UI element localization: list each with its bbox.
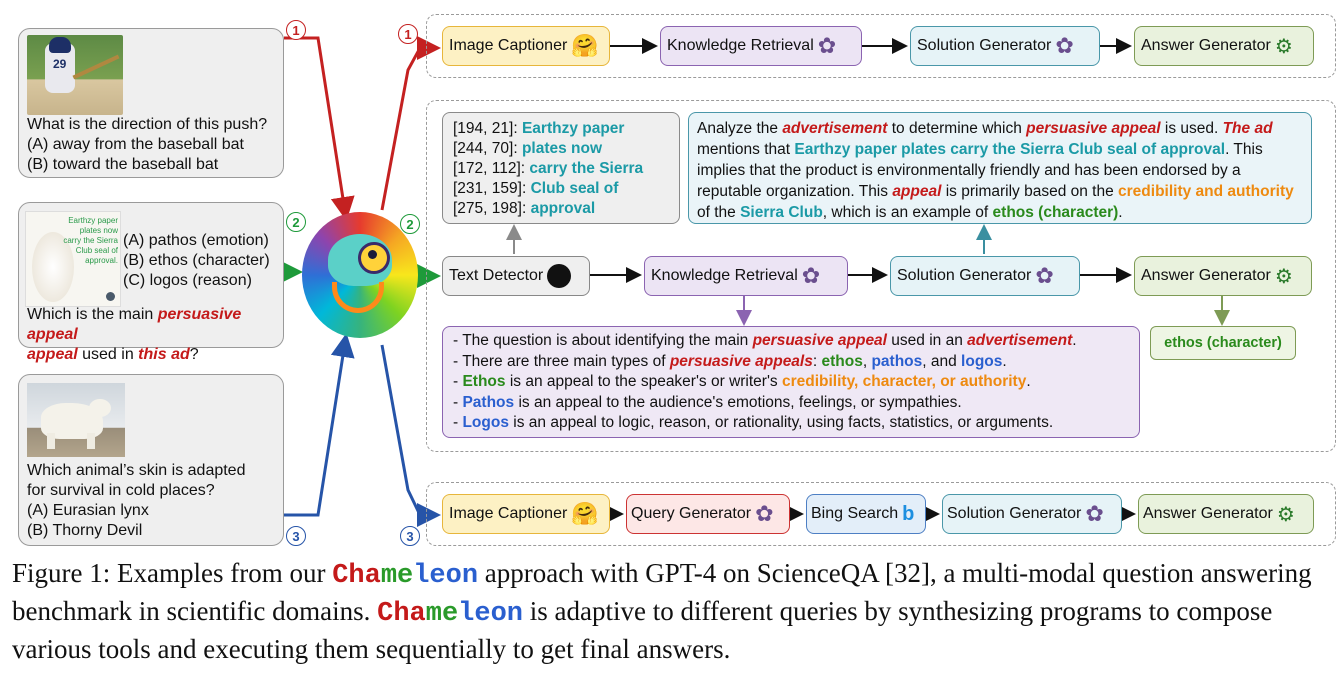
- blue-arrow-in: [284, 333, 355, 517]
- question-card-3: Which animal’s skin is adapted for survi…: [18, 374, 284, 546]
- ocr-result-box: [194, 21]: Earthzy paper [244, 70]: plat…: [442, 112, 680, 224]
- red-arrow-in: [284, 36, 355, 221]
- github-icon: [547, 264, 572, 288]
- figure-caption: Figure 1: Examples from our Chameleon ap…: [12, 558, 1312, 664]
- knowledge-line: - Ethos is an appeal to the speaker's or…: [453, 373, 1031, 390]
- baseball-photo: 29: [27, 35, 123, 115]
- image-captioner-tool: Image Captioner 🤗: [442, 26, 610, 66]
- gear-check-icon: ⚙: [1274, 35, 1293, 58]
- pipeline-2-frame: [426, 100, 1336, 452]
- question-3-line-1: Which animal’s skin is adapted: [27, 462, 246, 479]
- openai-icon: ✿: [1055, 33, 1074, 58]
- knowledge-box: - The question is about identifying the …: [442, 326, 1140, 438]
- knowledge-line: - Pathos is an appeal to the audience's …: [453, 393, 962, 411]
- seal-icon: [106, 292, 115, 301]
- marker-2-left: 2: [286, 212, 306, 232]
- solution-generator-tool: Solution Generator ✿: [890, 256, 1080, 296]
- polar-bear-photo: [27, 383, 125, 457]
- question-3-line-2: for survival in cold places?: [27, 482, 215, 499]
- solution-generator-tool: Solution Generator ✿: [910, 26, 1100, 66]
- blue-arrow-out: [380, 344, 441, 527]
- hugging-face-icon: 🤗: [571, 33, 599, 58]
- openai-icon: ✿: [801, 263, 821, 288]
- question-card-2: Earthzy paper plates now carry the Sierr…: [18, 202, 284, 363]
- knowledge-line: - The question is about identifying the …: [453, 332, 1077, 349]
- chameleon-logo: [302, 212, 418, 338]
- ocr-line: [244, 70]: plates now: [453, 140, 603, 157]
- knowledge-line: - There are three main types of persuasi…: [453, 352, 1007, 370]
- ocr-line: [172, 112]: carry the Sierra: [453, 160, 644, 177]
- marker-1-left: 1: [286, 20, 306, 40]
- question-1-option-a: (A) away from the baseball bat: [27, 136, 244, 153]
- gear-check-icon: ⚙: [1274, 265, 1293, 288]
- question-2-option-b: (B) ethos (character): [123, 252, 270, 269]
- ocr-line: [275, 198]: approval: [453, 200, 596, 217]
- openai-icon: ✿: [755, 501, 774, 526]
- question-card-1: 29 What is the direction of this push? (…: [18, 28, 284, 178]
- knowledge-retrieval-tool: Knowledge Retrieval ✿: [644, 256, 848, 296]
- question-3-option-a: (A) Eurasian lynx: [27, 502, 149, 519]
- ad-text: Earthzy paper plates now carry the Sierr…: [63, 216, 118, 265]
- final-answer-box: ethos (character): [1150, 326, 1296, 360]
- question-2-option-c: (C) logos (reason): [123, 272, 252, 289]
- pipeline-1-frame: [426, 14, 1336, 78]
- text-detector-tool: Text Detector: [442, 256, 590, 296]
- question-2-option-a: (A) pathos (emotion): [123, 232, 269, 249]
- answer-generator-tool: Answer Generator ⚙: [1138, 494, 1314, 534]
- solution-generator-tool: Solution Generator ✿: [942, 494, 1122, 534]
- openai-icon: ✿: [1035, 263, 1054, 288]
- marker-1-right: 1: [398, 24, 418, 44]
- query-generator-tool: Query Generator ✿: [626, 494, 790, 534]
- question-3-option-b: (B) Thorny Devil: [27, 522, 143, 539]
- knowledge-line: - Logos is an appeal to logic, reason, o…: [453, 414, 1054, 431]
- image-captioner-tool: Image Captioner 🤗: [442, 494, 610, 534]
- bing-search-tool: Bing Search b: [806, 494, 926, 534]
- hugging-face-icon: 🤗: [571, 501, 599, 526]
- answer-generator-tool: Answer Generator ⚙: [1134, 256, 1312, 296]
- question-1-option-b: (B) toward the baseball bat: [27, 156, 219, 173]
- marker-2-right: 2: [400, 214, 420, 234]
- openai-icon: ✿: [817, 33, 837, 58]
- pipeline-3-frame: [426, 482, 1336, 546]
- openai-icon: ✿: [1085, 501, 1104, 526]
- ad-image: Earthzy paper plates now carry the Sierr…: [25, 211, 121, 307]
- ocr-line: [194, 21]: Earthzy paper: [453, 120, 625, 137]
- gear-check-icon: ⚙: [1276, 503, 1295, 526]
- marker-3-left: 3: [286, 526, 306, 546]
- question-1-text: What is the direction of this push?: [27, 116, 268, 133]
- ocr-line: [231, 159]: Club seal of: [453, 180, 619, 197]
- answer-generator-tool: Answer Generator ⚙: [1134, 26, 1314, 66]
- marker-3-right: 3: [400, 526, 420, 546]
- solution-box: Analyze the advertisement to determine w…: [688, 112, 1312, 224]
- bing-icon: b: [902, 502, 915, 525]
- knowledge-retrieval-tool: Knowledge Retrieval ✿: [660, 26, 862, 66]
- red-arrow-out: [380, 36, 441, 211]
